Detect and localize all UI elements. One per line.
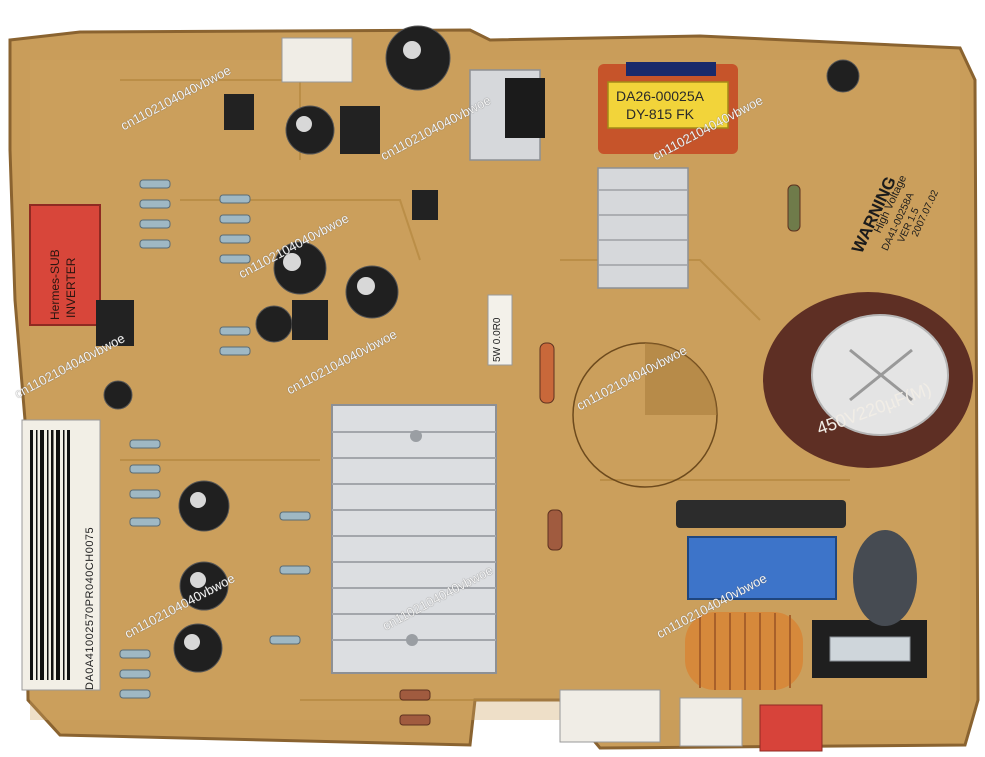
transformer-label-2: DY-815 FK bbox=[626, 106, 694, 122]
relay bbox=[687, 536, 837, 600]
connector-red bbox=[759, 704, 823, 752]
transformer-label-1: DA26-00025A bbox=[616, 88, 704, 104]
varistor-dark bbox=[853, 530, 917, 626]
inverter-label-1: Hermes-SUB bbox=[48, 249, 62, 320]
connector-white-2 bbox=[679, 697, 743, 747]
connector-white-1 bbox=[559, 689, 661, 743]
heatsink-main bbox=[331, 404, 497, 674]
cement-resistor-label: 5W 0.0R0 bbox=[492, 317, 503, 362]
fuse bbox=[812, 620, 927, 678]
transformer bbox=[598, 62, 738, 154]
barcode-sticker bbox=[21, 419, 101, 691]
cement-resistor bbox=[487, 294, 513, 366]
connector-top bbox=[281, 37, 353, 83]
inverter-module bbox=[29, 204, 101, 326]
inductor bbox=[685, 612, 803, 690]
bulk-capacitor bbox=[763, 292, 973, 468]
resistors bbox=[119, 179, 311, 699]
barcode-text: DA0A41002570PR040CH0075 bbox=[84, 526, 96, 690]
inverter-label-2: INVERTER bbox=[64, 257, 78, 318]
